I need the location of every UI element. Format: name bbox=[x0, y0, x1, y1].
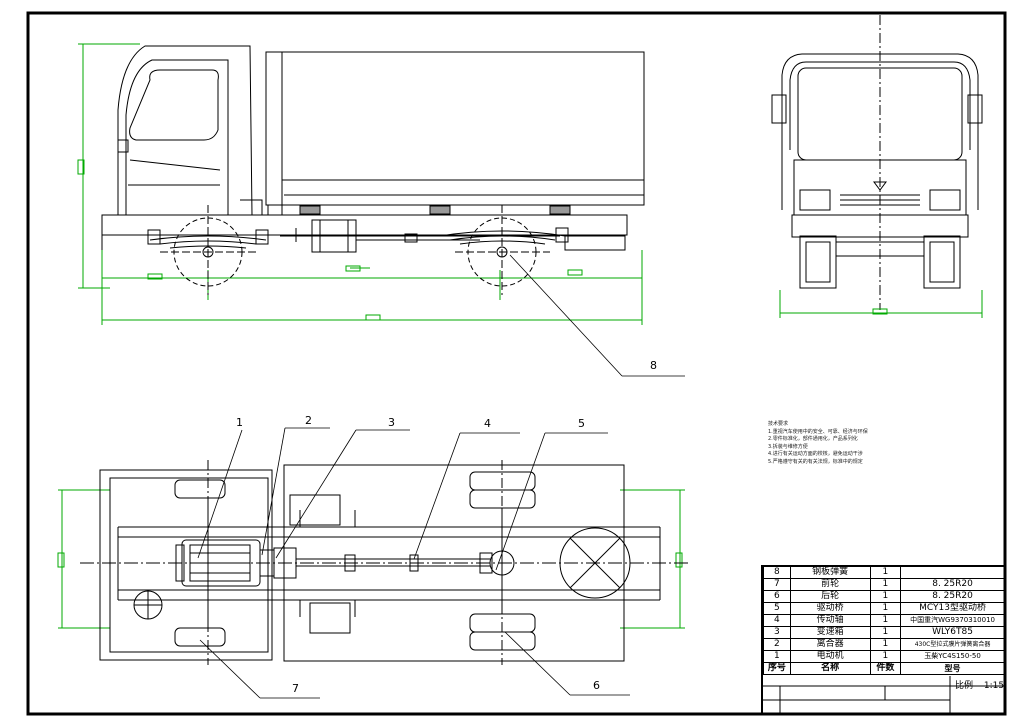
callout-3: 3 bbox=[388, 416, 395, 429]
table-row: 8 钢板弹簧 1 bbox=[763, 566, 1005, 579]
row-name: 钢板弹簧 bbox=[789, 566, 871, 579]
row-no: 8 bbox=[763, 566, 791, 579]
drawing-border bbox=[26, 11, 1007, 716]
row-name: 变速箱 bbox=[789, 626, 871, 639]
row-name: 后轮 bbox=[789, 590, 871, 603]
row-model: 玉柴YC4S150-50 bbox=[900, 650, 1005, 663]
callout-5: 5 bbox=[578, 417, 585, 430]
row-name: 前轮 bbox=[789, 578, 871, 591]
header-model: 型号 bbox=[900, 662, 1005, 675]
notes-line: 4.进行有关运动方面的校核，避免运动干涉 bbox=[768, 451, 863, 458]
row-qty: 1 bbox=[869, 602, 902, 615]
front-view bbox=[771, 15, 983, 318]
row-qty: 1 bbox=[869, 566, 902, 579]
row-no: 2 bbox=[763, 638, 791, 651]
header-name: 名称 bbox=[789, 662, 871, 675]
notes-line: 5.严格遵守有关的有关法规，标准中的规定 bbox=[768, 458, 863, 465]
row-no: 6 bbox=[763, 590, 791, 603]
row-no: 7 bbox=[763, 578, 791, 591]
row-no: 5 bbox=[763, 602, 791, 615]
callout-8: 8 bbox=[650, 359, 657, 372]
row-name: 电动机 bbox=[789, 650, 871, 663]
row-name: 离合器 bbox=[789, 638, 871, 651]
scale-value: 1:15 bbox=[983, 681, 1005, 691]
table-row: 6 后轮 1 8. 25R20 bbox=[763, 590, 1005, 603]
callout-7: 7 bbox=[292, 682, 299, 695]
row-name: 驱动桥 bbox=[789, 602, 871, 615]
row-qty: 1 bbox=[869, 590, 902, 603]
notes-line: 2.零件标准化，部件通用化，产品系列化 bbox=[768, 436, 858, 443]
callout-2: 2 bbox=[305, 414, 312, 427]
row-model: 8. 25R20 bbox=[900, 590, 1005, 603]
row-qty: 1 bbox=[869, 614, 902, 627]
notes-line: 3.拆装与维修方便 bbox=[768, 443, 808, 450]
row-model bbox=[900, 566, 1005, 579]
table-header-row: 序号 名称 件数 型号 bbox=[763, 662, 1005, 675]
title-block-grid bbox=[762, 676, 1005, 714]
callout-6: 6 bbox=[593, 679, 600, 692]
row-model: MCY13型驱动桥 bbox=[900, 602, 1005, 615]
row-no: 3 bbox=[763, 626, 791, 639]
callout-4: 4 bbox=[484, 417, 491, 430]
row-qty: 1 bbox=[869, 626, 902, 639]
parts-list-table: 8 钢板弹簧 1 7 前轮 1 8. 25R20 6 后轮 1 8. 25R20… bbox=[763, 566, 1005, 675]
technical-notes: 技术要求 1.重视汽车使用中的安全、可靠、经济与环保 2.零件标准化，部件通用化… bbox=[768, 421, 948, 467]
row-model: 430C型拉式膜片弹簧离合器 bbox=[900, 638, 1005, 651]
row-name: 传动轴 bbox=[789, 614, 871, 627]
callout-1: 1 bbox=[236, 416, 243, 429]
row-no: 4 bbox=[763, 614, 791, 627]
scale-label: 比例 bbox=[955, 681, 974, 691]
row-no: 1 bbox=[763, 650, 791, 663]
scale-field: 比例 1:15 bbox=[955, 678, 1004, 691]
row-model: 8. 25R20 bbox=[900, 578, 1005, 591]
table-row: 3 变速箱 1 WLY6T85 bbox=[763, 626, 1005, 639]
table-row: 7 前轮 1 8. 25R20 bbox=[763, 578, 1005, 591]
header-qty: 件数 bbox=[869, 662, 902, 675]
row-qty: 1 bbox=[869, 578, 902, 591]
table-row: 2 离合器 1 430C型拉式膜片弹簧离合器 bbox=[763, 638, 1005, 651]
side-view bbox=[77, 43, 685, 377]
row-model: 中国重汽WG9370310010 bbox=[900, 614, 1005, 627]
row-qty: 1 bbox=[869, 650, 902, 663]
notes-title: 技术要求 bbox=[768, 421, 789, 427]
plan-view bbox=[57, 427, 690, 699]
header-no: 序号 bbox=[763, 662, 791, 675]
notes-line: 1.重视汽车使用中的安全、可靠、经济与环保 bbox=[768, 428, 868, 435]
table-row: 4 传动轴 1 中国重汽WG9370310010 bbox=[763, 614, 1005, 627]
table-row: 1 电动机 1 玉柴YC4S150-50 bbox=[763, 650, 1005, 663]
row-model: WLY6T85 bbox=[900, 626, 1005, 639]
table-row: 5 驱动桥 1 MCY13型驱动桥 bbox=[763, 602, 1005, 615]
row-qty: 1 bbox=[869, 638, 902, 651]
